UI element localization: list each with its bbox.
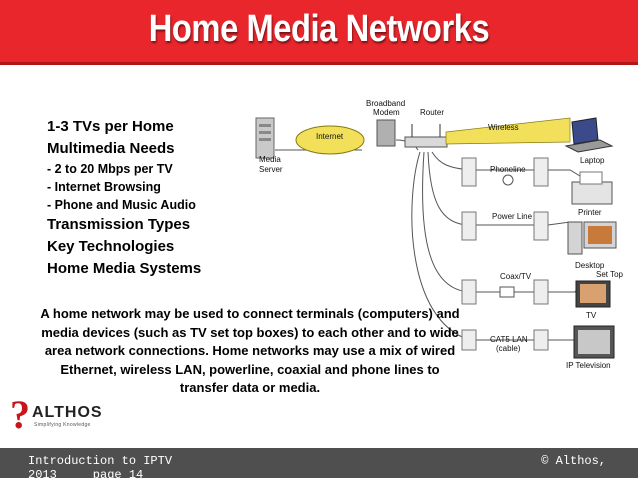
bullet-item: 1-3 TVs per Home: [47, 118, 174, 135]
printer-label: Printer: [578, 208, 602, 217]
sub-bullet-item: - Internet Browsing: [47, 180, 161, 194]
sub-bullet-item: - 2 to 20 Mbps per TV: [47, 162, 173, 176]
modem-icon: [376, 119, 396, 147]
ip-television-label: IP Television: [566, 361, 611, 370]
slide-title: Home Media Networks: [148, 8, 490, 50]
cat5-label: CAT5 LAN: [490, 335, 528, 344]
bullet-item: Key Technologies: [47, 238, 175, 255]
althos-logo: ? ALTHOS Simplifying Knowledge: [10, 392, 130, 437]
logo-name: ALTHOS: [32, 404, 103, 421]
footer-copyright: © Althos,: [541, 454, 606, 468]
lan-jack: [461, 329, 477, 351]
wireless-band: [445, 117, 571, 145]
footer-line-1: Introduction to IPTV: [28, 454, 173, 468]
desktop-icon: [567, 221, 617, 255]
cable-label: (cable): [496, 344, 521, 353]
router-icon: [404, 136, 448, 148]
wireless-label: Wireless: [488, 123, 519, 132]
media-server-label: Media: [259, 155, 281, 164]
sub-bullet-item: - Phone and Music Audio: [47, 198, 196, 212]
modem-label: Broadband: [366, 99, 405, 108]
tv-icon: [575, 280, 611, 308]
settop-label: Set Top: [596, 270, 624, 279]
laptop-label: Laptop: [580, 156, 605, 165]
coax-jack: [461, 279, 477, 305]
internet-label: Internet: [316, 132, 344, 141]
printer-icon: [571, 171, 613, 205]
phone-jack: [461, 157, 477, 187]
description-paragraph: A home network may be used to connect te…: [40, 306, 460, 396]
media-server-label-2: Server: [259, 165, 283, 174]
desktop-label: Desktop: [575, 261, 605, 270]
router-label: Router: [420, 108, 444, 117]
bullet-item: Multimedia Needs: [47, 140, 175, 157]
logo-tagline: Simplifying Knowledge: [34, 422, 91, 428]
power-outlet: [461, 211, 477, 241]
tv-label: TV: [586, 311, 597, 320]
bullet-list: 1-3 TVs per Home Multimedia Needs - 2 to…: [47, 116, 201, 280]
modem-label-2: Modem: [373, 108, 400, 117]
title-bar: Home Media Networks: [0, 0, 638, 65]
laptop-icon: [564, 117, 614, 153]
footer-line-2: 2013 page 14: [28, 468, 144, 482]
bullet-item: Home Media Systems: [47, 260, 202, 277]
powerline-label: Power Line: [492, 212, 533, 221]
bullet-item: Transmission Types: [47, 216, 191, 233]
phone-coil: [502, 174, 514, 186]
media-server-icon: [255, 117, 275, 159]
phoneline-label: Phoneline: [490, 165, 526, 174]
coax-label: Coax/TV: [500, 272, 532, 281]
cat5-cable: [411, 151, 471, 341]
internet-cloud: [295, 125, 365, 155]
logo-mark: ?: [10, 392, 30, 437]
ip-television-icon: [573, 325, 615, 359]
